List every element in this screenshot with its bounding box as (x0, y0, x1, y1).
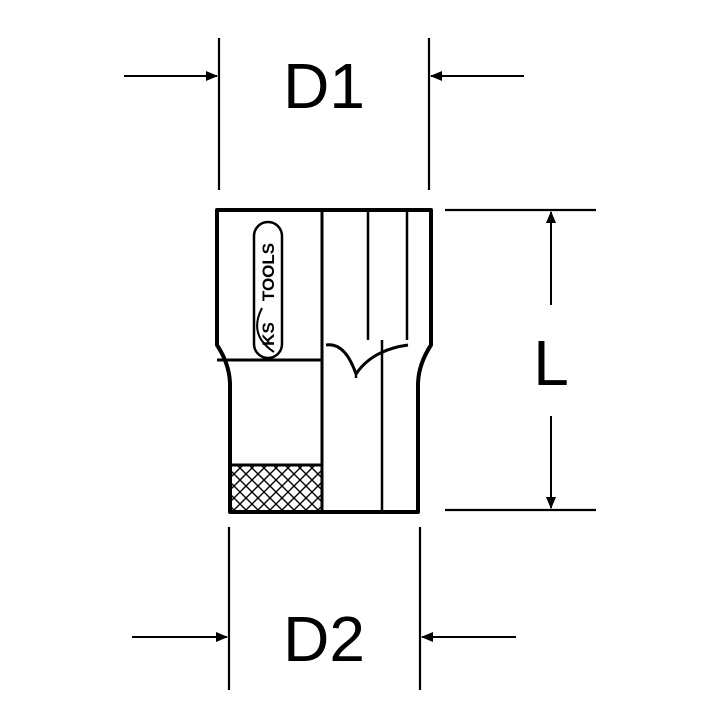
logo-capsule (252, 220, 284, 360)
socket-outline (215, 208, 433, 514)
logo-text-ks: KS (259, 322, 278, 346)
knurl-band (228, 463, 324, 514)
l-dimension: L (445, 208, 596, 512)
ks-tools-logo: KS TOOLS (252, 220, 284, 360)
logo-text-tools: TOOLS (259, 243, 278, 301)
d2-label: D2 (283, 603, 365, 675)
logo-swoosh (256, 307, 275, 353)
d1-dimension: D1 (124, 38, 524, 190)
d1-label: D1 (283, 50, 365, 122)
d2-dimension: D2 (132, 527, 516, 690)
l-label: L (533, 327, 569, 399)
socket-body (215, 208, 433, 514)
hex-cone-curve (325, 343, 409, 376)
